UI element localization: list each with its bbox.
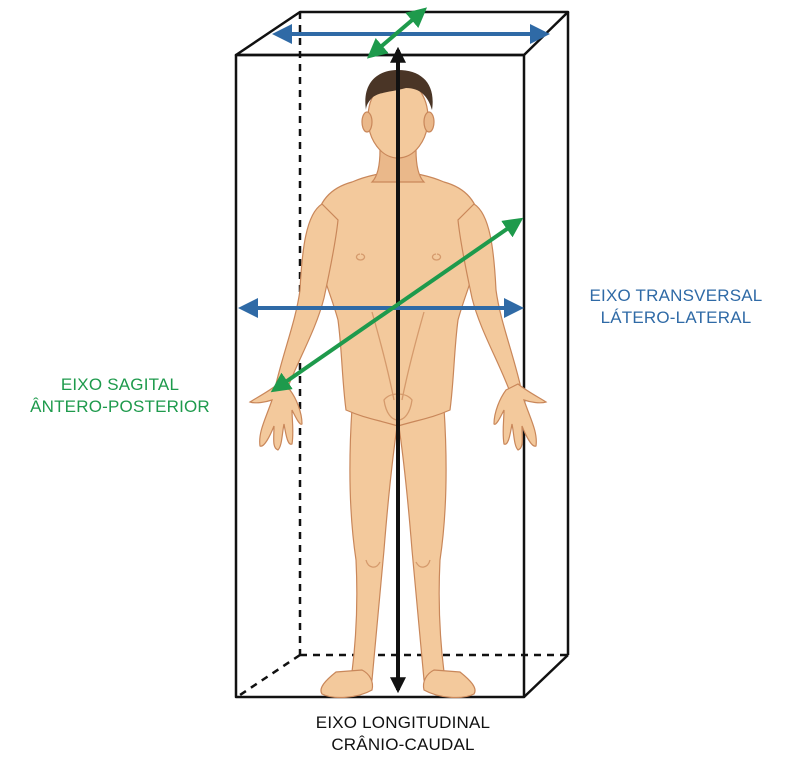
transverse-axis-label-line2: LÁTERO-LATERAL: [560, 307, 792, 329]
longitudinal-axis-label: EIXO LONGITUDINAL CRÂNIO-CAUDAL: [268, 712, 538, 756]
transverse-axis-label: EIXO TRANSVERSAL LÁTERO-LATERAL: [560, 285, 792, 329]
longitudinal-axis-label-line2: CRÂNIO-CAUDAL: [268, 734, 538, 756]
sagittal-axis-label: EIXO SAGITAL ÂNTERO-POSTERIOR: [0, 374, 240, 418]
sagittal-axis-label-line1: EIXO SAGITAL: [0, 374, 240, 396]
transverse-axis-label-line1: EIXO TRANSVERSAL: [560, 285, 792, 307]
sagittal-axis-label-line2: ÂNTERO-POSTERIOR: [0, 396, 240, 418]
longitudinal-axis-label-line1: EIXO LONGITUDINAL: [268, 712, 538, 734]
